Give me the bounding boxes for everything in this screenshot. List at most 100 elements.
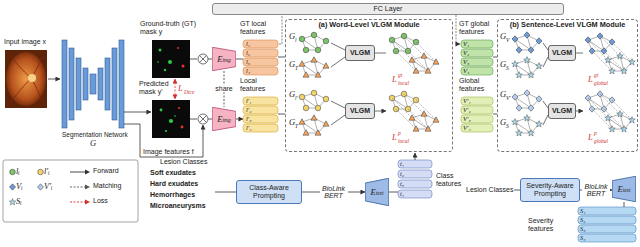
encoder-symbol: E [617, 185, 622, 194]
math-symbol: L [588, 75, 593, 84]
feature-index: t₂ [400, 170, 404, 178]
math-symbol: G [289, 60, 295, 69]
math-symbol: L [392, 133, 397, 142]
legend-sample [37, 168, 44, 176]
feature-index: t₃ [400, 180, 404, 188]
rect-shape [461, 106, 493, 114]
gt-mask-image [152, 40, 190, 78]
encoder-symbol: E [217, 55, 222, 64]
forward-line [278, 57, 497, 114]
circle-shape [157, 61, 159, 63]
legend-text: Loss [93, 197, 108, 205]
text-encoder: Etext [612, 176, 636, 202]
vlgm-box: VLGM [548, 45, 576, 61]
feature-index: l₂ [246, 49, 250, 57]
word-graphs [299, 32, 439, 135]
annotation-label: Global features [459, 77, 497, 92]
use-shape [299, 57, 329, 77]
math-symbol: l′ [295, 96, 298, 102]
feature-index: S₃ [580, 225, 586, 233]
circle-shape [178, 107, 180, 109]
feature-index: V′₂ [463, 106, 471, 114]
arrowhead-sample [85, 200, 90, 205]
math-symbol: p [398, 131, 401, 137]
trapezoid-outline [212, 107, 236, 131]
connector-label: BioLink BERT [582, 183, 610, 198]
text-holder: Etext [365, 178, 389, 206]
use-shape [588, 94, 632, 129]
severity-feature-bars [578, 207, 636, 242]
math-symbol: p [594, 131, 597, 137]
vlgm-box: VLGM [345, 45, 375, 61]
connector-label: share [214, 85, 234, 92]
trapezoid-outline [212, 47, 236, 71]
annotation-label: GT global features [459, 20, 497, 35]
rect-shape [243, 49, 278, 57]
rect-shape [76, 58, 81, 110]
segmentation-network [62, 40, 124, 128]
math-symbol: G [500, 118, 506, 127]
encoder-symbol: E [217, 115, 222, 124]
feature-index: l₃ [246, 58, 250, 66]
rect-shape [112, 48, 117, 120]
rect-shape [578, 207, 636, 215]
annotation-label: Predicted mask y' [139, 80, 171, 95]
node-text: VLGM [552, 49, 572, 57]
math-symbol: local [398, 81, 409, 87]
forward-line [208, 59, 212, 119]
math-symbol: L [588, 133, 593, 142]
text-holder: Eimg [212, 47, 236, 71]
rect-shape [461, 49, 493, 57]
circle-shape [182, 65, 185, 68]
use-shape [392, 36, 436, 71]
prompting-box: Severity-Aware Prompting [520, 178, 580, 202]
use-shape [392, 94, 436, 129]
circle-shape [169, 119, 173, 123]
feature-index: V₃ [463, 58, 469, 66]
legend-text: V′ᵢ [44, 182, 52, 191]
math-symbol: G [500, 32, 506, 41]
use-shape [512, 32, 542, 53]
legend-sample [9, 198, 16, 206]
gt-global-feature-bars [461, 40, 493, 75]
legend-sample [9, 168, 16, 176]
math-symbol: G [90, 139, 96, 148]
sentence-graphs [512, 32, 636, 136]
math-symbol: Dice [184, 90, 194, 96]
annotation-label: Segmentation Network [62, 131, 128, 138]
arrowhead-sample [85, 185, 90, 190]
legend-sample [70, 198, 91, 206]
use-shape [299, 90, 329, 111]
annotation-label: Class features [436, 172, 466, 187]
encoder-subscript: text [376, 191, 384, 197]
math-symbol: S [506, 124, 509, 130]
feature-index: V′₄ [463, 124, 471, 132]
feature-index: V′₁ [463, 97, 471, 105]
node-text: FC Layer [374, 5, 403, 13]
local-feature-bars [243, 97, 278, 132]
text-holder: Eimg [212, 107, 236, 131]
feature-index: V₄ [463, 67, 469, 75]
circle-shape [164, 69, 166, 71]
math-symbol: G [500, 90, 506, 99]
rect-shape [243, 97, 278, 105]
loss-line [175, 79, 176, 99]
circle-shape [160, 109, 163, 112]
math-symbol: gt [398, 73, 402, 79]
circle-symbol [10, 169, 16, 175]
line-sample [70, 172, 86, 173]
line-sample [70, 187, 86, 188]
math-symbol: L [392, 75, 397, 84]
legend-text: Forward [93, 167, 119, 175]
rect-shape [461, 115, 493, 123]
math-symbol: L [178, 84, 183, 93]
feature-index: l₁ [246, 40, 250, 48]
text-holder: Severity-Aware Prompting [521, 179, 579, 201]
rect-shape [5, 50, 47, 108]
node-text: (b) Sentence-Level VLGM Module [510, 21, 626, 29]
text-holder: VLGM [549, 46, 575, 60]
node-text: VLGM [552, 107, 572, 115]
math-symbol: V [506, 38, 509, 44]
